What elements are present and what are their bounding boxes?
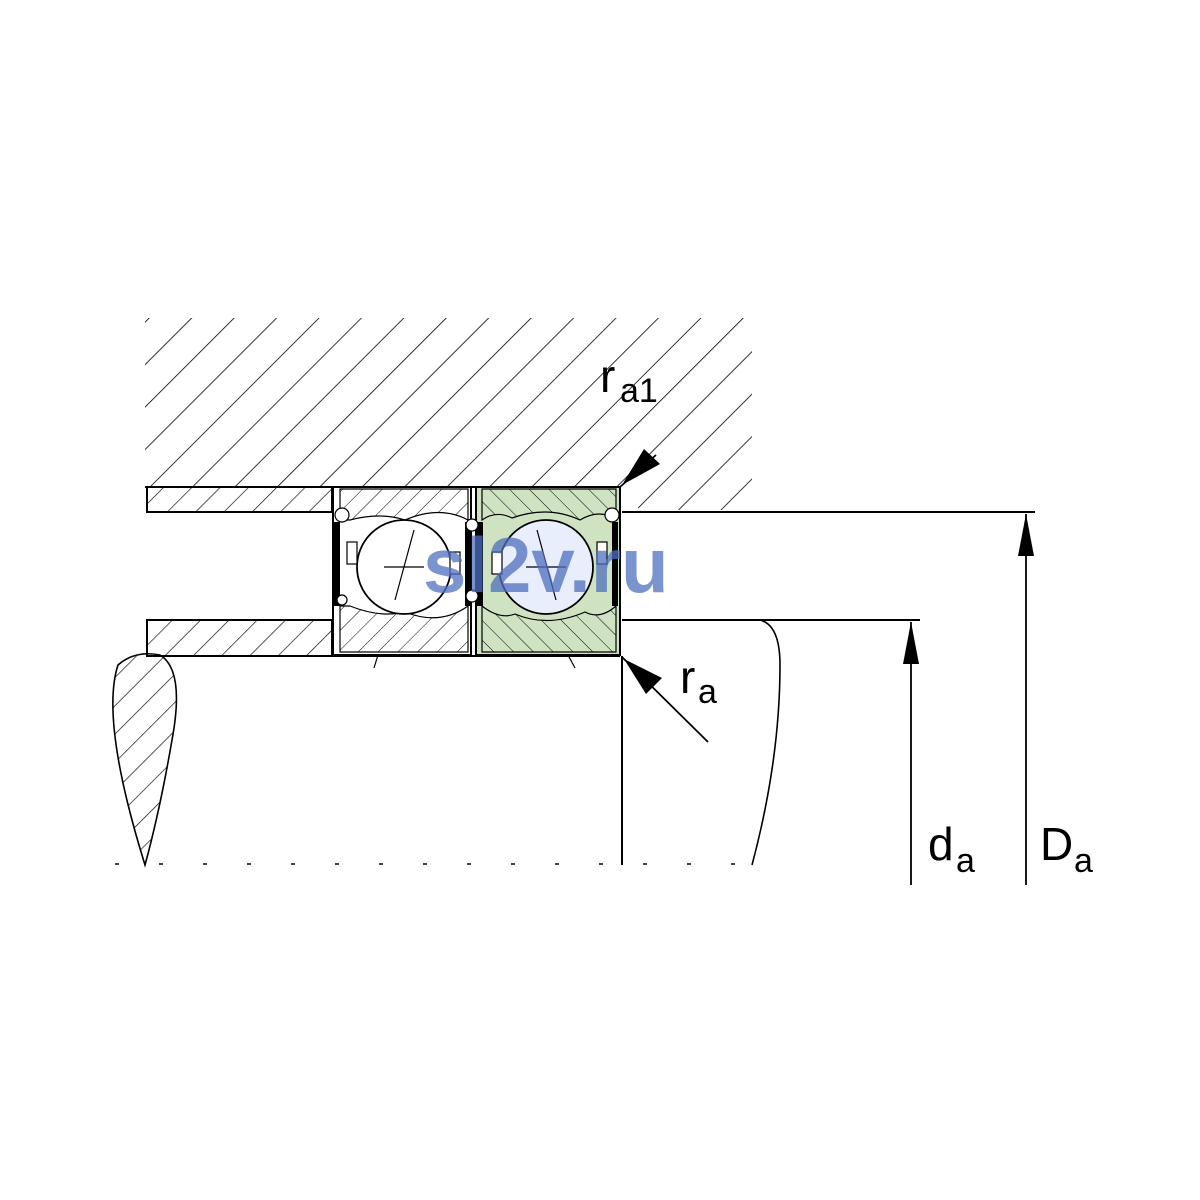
da-dimension [903, 622, 919, 885]
bearing-right [465, 486, 621, 669]
housing [145, 318, 752, 510]
label-ra1-r: r [600, 350, 615, 402]
label-da-sub: a [956, 842, 975, 880]
label-da-d: d [928, 818, 954, 870]
label-ra-sub: a [698, 673, 717, 711]
ra-arrow [621, 656, 709, 743]
ra1-arrow [619, 449, 660, 488]
watermark: sl2v.ru [423, 521, 669, 609]
label-ra1-sub: a1 [620, 372, 658, 410]
bearing-left [332, 486, 472, 669]
Da-dimension [1018, 514, 1034, 885]
shaft-breakout [112, 652, 178, 868]
inner-spacer [146, 619, 333, 657]
label-ra-r: r [680, 651, 695, 703]
shaft [621, 619, 781, 866]
label-Da-sub: a [1074, 842, 1093, 880]
label-Da-D: D [1040, 818, 1073, 870]
outer-spacer [146, 486, 333, 513]
